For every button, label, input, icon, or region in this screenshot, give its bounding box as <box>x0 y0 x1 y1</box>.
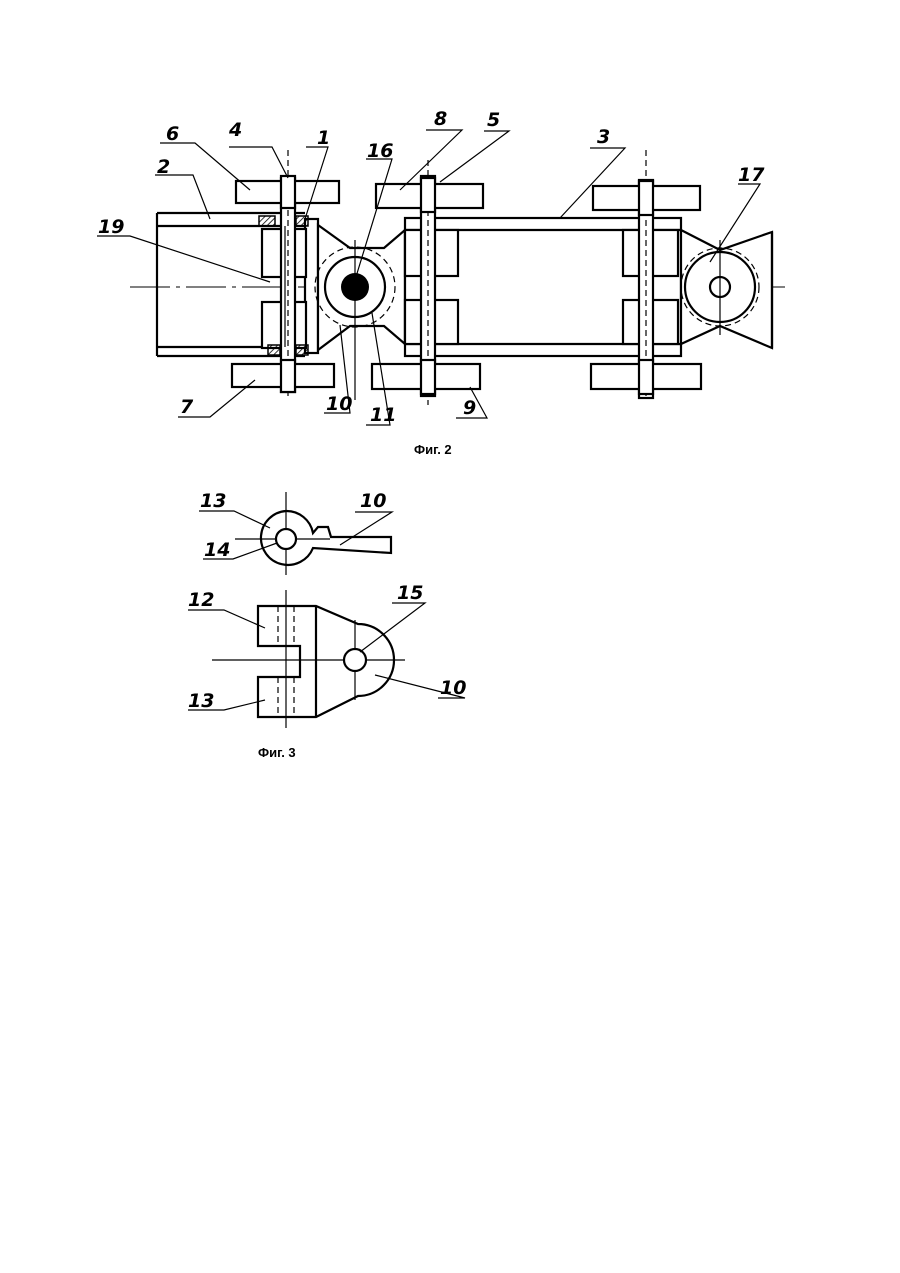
label-10-top: 10 <box>360 490 386 512</box>
label-16: 16 <box>367 140 393 162</box>
label-17: 17 <box>738 164 765 186</box>
label-10: 10 <box>326 393 352 415</box>
label-2: 2 <box>157 156 170 178</box>
figure-3: 10 12 13 13 14 15 10 Фиг. 3 <box>188 490 466 760</box>
figure-2-caption: Фиг. 2 <box>414 442 452 457</box>
fig3-labels: 10 12 13 13 14 15 10 <box>188 490 466 712</box>
label-4: 4 <box>228 119 242 141</box>
label-9: 9 <box>463 397 476 419</box>
label-15: 15 <box>397 582 423 604</box>
figure-2: 1 2 3 4 5 6 7 8 9 10 11 16 17 19 Фиг. 2 <box>97 108 785 457</box>
label-3: 3 <box>597 126 610 148</box>
label-13-top: 13 <box>200 490 226 512</box>
label-5: 5 <box>487 109 500 131</box>
figure-3-caption: Фиг. 3 <box>258 745 296 760</box>
middle-link <box>372 150 701 405</box>
label-14: 14 <box>204 539 230 561</box>
label-10-bottom: 10 <box>440 677 466 699</box>
right-coupling <box>681 230 772 348</box>
label-11: 11 <box>370 404 396 426</box>
label-7: 7 <box>180 396 194 418</box>
label-6: 6 <box>166 123 179 145</box>
label-19: 19 <box>98 216 124 238</box>
label-12: 12 <box>188 589 214 611</box>
label-8: 8 <box>434 108 447 130</box>
label-13-bottom: 13 <box>188 690 214 712</box>
label-1: 1 <box>317 127 330 149</box>
fig3-side-view <box>212 590 405 728</box>
